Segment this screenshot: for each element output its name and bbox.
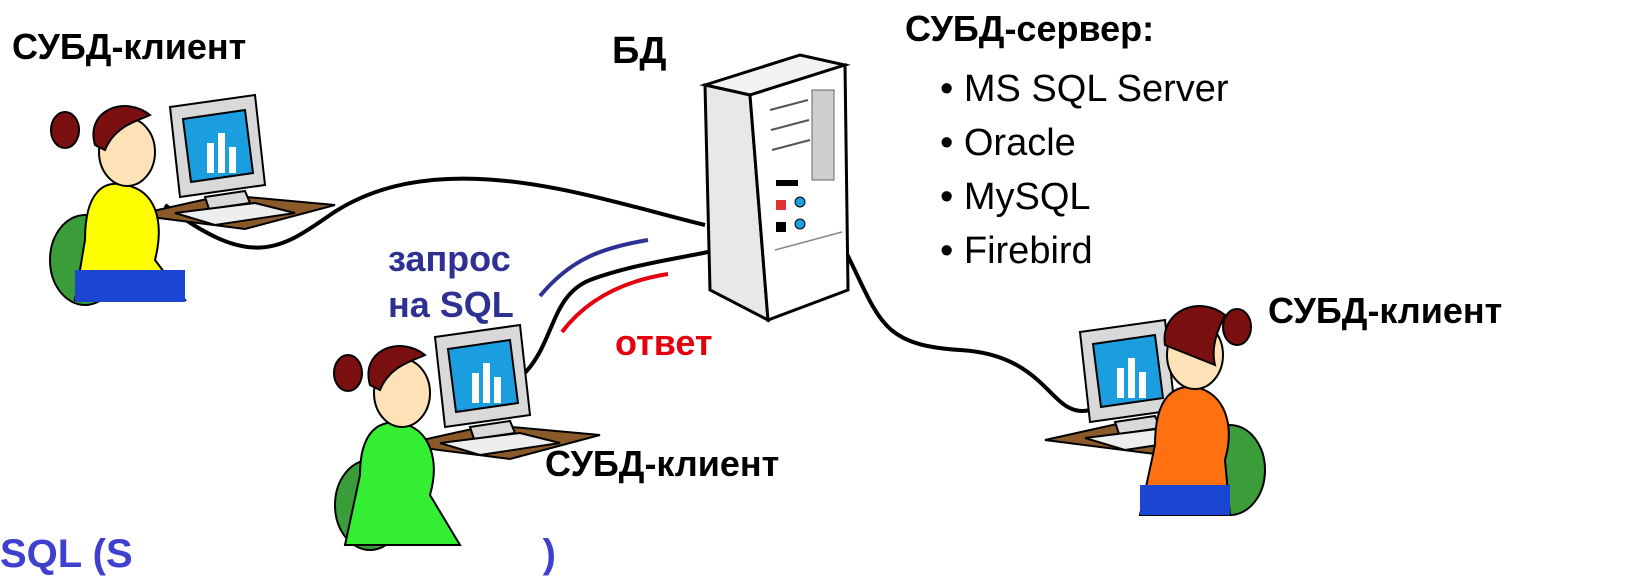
response-label: ответ — [615, 322, 713, 363]
server-title: СУБД-сервер: — [905, 8, 1155, 49]
server-item-oracle: Oracle — [940, 116, 1229, 170]
server-icon — [699, 53, 851, 323]
cable-right — [843, 249, 1091, 414]
footer-text-start: SQL (S — [0, 532, 133, 576]
client-person — [1138, 385, 1232, 516]
request-label-line1: запрос — [388, 238, 511, 279]
footer-text-end: ) — [542, 532, 556, 576]
request-label-line2: на SQL — [388, 284, 514, 325]
server-item-firebird: Firebird — [940, 224, 1229, 278]
client-workstation-1 — [49, 94, 336, 306]
client-label-right: СУБД-клиент — [1268, 290, 1503, 331]
cable-top-left — [163, 176, 706, 250]
response-arc — [560, 272, 669, 334]
server-item-mssql: MS SQL Server — [940, 62, 1229, 116]
server-product-list: MS SQL Server Oracle MySQL Firebird — [940, 62, 1229, 278]
client-workstation-2 — [333, 324, 601, 551]
server-item-mysql: MySQL — [940, 170, 1229, 224]
request-label: запрос на SQL — [388, 236, 514, 328]
client-label-top-left: СУБД-клиент — [12, 26, 247, 67]
client-workstation-3 — [1044, 305, 1266, 516]
cable-bottom-left — [489, 250, 709, 397]
request-arc — [538, 238, 649, 298]
client-label-bottom-middle: СУБД-клиент — [545, 443, 780, 484]
footer-text-fragment: SQL (S) — [0, 532, 556, 577]
db-label: БД — [612, 30, 667, 72]
